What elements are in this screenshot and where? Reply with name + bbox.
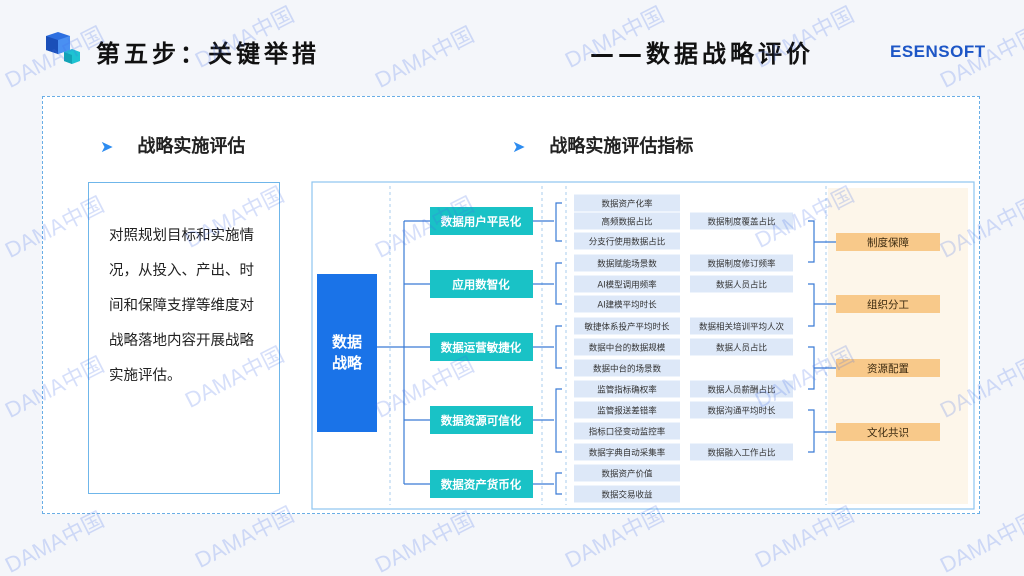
indicator-box	[690, 317, 793, 335]
indicator-label: AI建模平均时长	[597, 300, 657, 311]
header: 第五步：关键举措 ——数据战略评价 ESENSOFT	[0, 0, 1024, 80]
indicator-label: 数据资产价值	[601, 469, 653, 480]
indicator-label: 数据交易收益	[601, 490, 653, 501]
bracket-line	[555, 202, 562, 242]
guarantee-box	[836, 423, 940, 441]
indicator-label: 数据制度覆盖占比	[707, 217, 775, 228]
brand-logo: ESENSOFT	[890, 42, 986, 61]
guarantee-label: 制度保障	[867, 236, 909, 249]
description-box: 对照规划目标和实施情况，从投入、产出、时间和保障支撑等维度对战略落地内容开展战略…	[88, 182, 280, 494]
bracket-line	[555, 325, 562, 369]
goal-label: 数据运营敏捷化	[441, 341, 522, 355]
bracket-line	[555, 262, 562, 305]
indicator-box	[574, 295, 680, 313]
root-box	[317, 274, 377, 432]
bracket-line	[808, 409, 815, 453]
guarantee-label: 组织分工	[867, 298, 909, 311]
indicator-box	[574, 212, 680, 230]
indicator-box	[690, 338, 793, 356]
indicator-box	[690, 275, 793, 293]
goal-box	[430, 333, 533, 361]
indicator-box	[574, 443, 680, 461]
indicator-label: 监管指标确权率	[597, 385, 657, 396]
indicator-label: 敏捷体系投产平均时长	[584, 322, 670, 333]
indicator-label: 指标口径变动监控率	[589, 427, 666, 438]
arrow-right-icon: ➤	[100, 137, 114, 156]
indicator-label: AI模型调用频率	[597, 280, 657, 291]
bracket-line	[555, 388, 562, 453]
goal-box	[430, 207, 533, 235]
indicator-box	[690, 443, 793, 461]
indicator-label: 高频数据占比	[601, 217, 652, 228]
goal-label: 数据资产货币化	[441, 478, 522, 492]
indicator-box	[574, 401, 680, 419]
description-text: 对照规划目标和实施情况，从投入、产出、时间和保障支撑等维度对战略落地内容开展战略…	[109, 228, 254, 384]
indicator-box	[574, 464, 680, 482]
indicator-label: 数据人员薪酬占比	[707, 385, 775, 396]
goal-box	[430, 270, 533, 298]
indicator-box	[574, 338, 680, 356]
indicator-label: 数据沟通平均时长	[707, 406, 776, 417]
indicator-box	[574, 254, 680, 272]
bracket-line	[808, 283, 815, 327]
page-title: 第五步：关键举措	[96, 40, 320, 68]
left-section-title: 战略实施评估	[137, 136, 246, 157]
indicator-box	[690, 254, 793, 272]
indicator-box	[574, 194, 680, 212]
indicator-label: 数据资产化率	[601, 199, 653, 210]
indicator-label: 数据中台的场景数	[593, 364, 662, 375]
indicator-label: 数据制度修订频率	[707, 259, 776, 270]
indicator-label: 分支行使用数据占比	[589, 237, 666, 248]
left-section-heading: ➤ 战略实施评估	[100, 132, 245, 158]
indicator-label: 数据人员占比	[716, 280, 767, 291]
goal-label: 数据用户平民化	[441, 215, 522, 229]
right-section-title: 战略实施评估指标	[549, 136, 694, 157]
goal-box	[430, 406, 533, 434]
indicator-label: 数据融入工作占比	[707, 448, 775, 459]
indicator-box	[574, 359, 680, 377]
indicator-label: 数据字典自动采集率	[589, 448, 666, 459]
indicator-box	[574, 317, 680, 335]
page-subtitle: ——数据战略评价	[590, 40, 814, 68]
goal-box	[430, 470, 533, 498]
bracket-line	[555, 472, 562, 495]
guarantee-box	[836, 295, 940, 313]
indicator-box	[690, 401, 793, 419]
guarantee-box	[836, 233, 940, 251]
root-label-line2: 战略	[332, 354, 363, 372]
goal-label: 应用数智化	[452, 278, 510, 292]
guarantee-box	[836, 359, 940, 377]
arrow-right-icon: ➤	[512, 137, 526, 156]
indicator-box	[574, 232, 680, 250]
indicator-box	[690, 380, 793, 398]
goal-label: 数据资源可信化	[441, 414, 522, 428]
indicator-label: 数据中台的数据规模	[589, 343, 666, 354]
indicator-label: 数据相关培训平均人次	[699, 322, 785, 333]
indicator-box	[574, 422, 680, 440]
indicator-label: 数据赋能场景数	[597, 259, 657, 270]
indicator-box	[690, 212, 793, 230]
indicator-box	[574, 380, 680, 398]
indicator-box	[574, 485, 680, 503]
indicator-label: 数据人员占比	[716, 343, 767, 354]
guarantee-label: 资源配置	[867, 362, 909, 375]
indicator-label: 监管报送差错率	[597, 406, 657, 417]
guarantee-label: 文化共识	[867, 426, 909, 439]
indicator-box	[574, 275, 680, 293]
cube-logo-icon	[46, 32, 80, 64]
right-section-heading: ➤ 战略实施评估指标	[512, 132, 693, 158]
root-label-line1: 数据	[332, 333, 362, 351]
